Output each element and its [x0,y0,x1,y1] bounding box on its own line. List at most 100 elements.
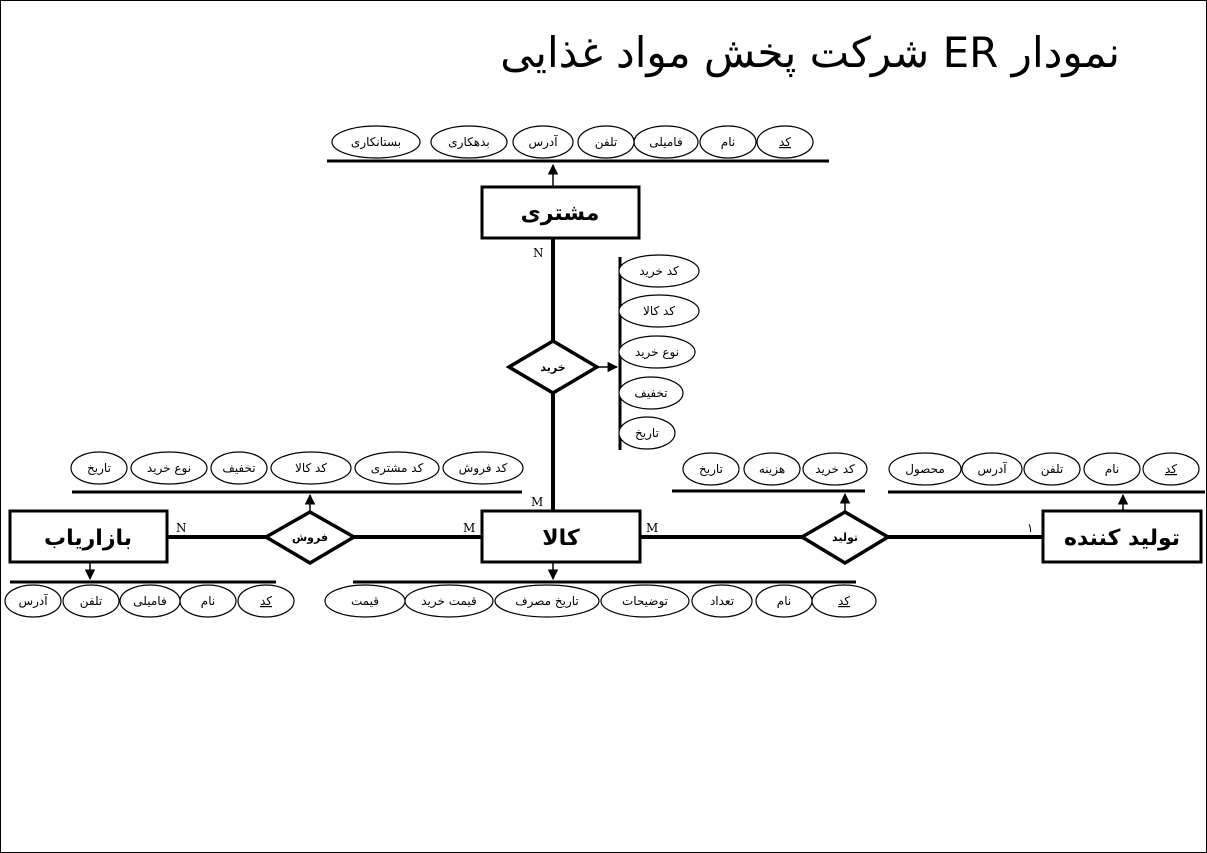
attribute-label: بستانکاری [351,135,401,150]
attribute-label: نام [201,594,215,608]
cardinality-goods-purchase: M [531,495,543,509]
entity-producer-name: تولید کننده [1064,526,1180,551]
attribute-ellipse: تاریخ [70,451,128,485]
attribute-label: تخفیف [634,386,667,400]
entity-producer: تولید کننده [1041,509,1203,564]
attribute-label: آدرس [18,593,48,609]
attribute-ellipse: هزینه [743,452,801,486]
relationship-purchase-name: خرید [540,361,565,374]
producer-key-attribute: کد [1165,462,1177,476]
attribute-ellipse: تلفن [1023,452,1081,486]
attribute-label: تخفیف [222,461,255,475]
relationship-sale: فروش [262,509,358,566]
attribute-label: نام [1105,462,1119,476]
attribute-ellipse: تخفیف [618,376,684,410]
attribute-label: کد فروش [459,461,508,476]
attribute-ellipse: تاریخ [618,416,676,450]
attribute-ellipse: تاریخ [682,452,740,486]
attribute-ellipse: نام [1083,452,1141,486]
attribute-ellipse: قیمت [324,584,406,618]
attribute-label: نوع خرید [635,345,679,360]
attribute-label: کد مشتری [371,461,424,476]
goods-key-attribute: کد [838,594,850,608]
attribute-ellipse: کد خرید [802,452,868,486]
attribute-label: فامیلی [649,135,682,149]
attribute-label: آدرس [977,461,1007,477]
attribute-label: تلفن [80,594,103,609]
attribute-ellipse: تخفیف [210,451,268,485]
attribute-label: هزینه [759,462,785,477]
attribute-ellipse: کد [1142,452,1200,486]
attribute-ellipse: نوع خرید [618,335,696,369]
attribute-ellipse: تلفن [62,584,120,618]
sale-attributes: کد فروش کد مشتری کد کالا تخفیف نوع خرید … [70,451,524,485]
attribute-label: تاریخ [699,462,723,477]
attribute-label: توضیحات [622,594,668,609]
attribute-ellipse: تعداد [691,584,753,618]
cardinality-marketer-sale: N [176,521,187,535]
attribute-label: نوع خرید [147,461,191,476]
attribute-label: تلفن [1041,462,1064,477]
entity-customer-name: مشتری [521,201,600,226]
attribute-ellipse: کد مشتری [354,451,440,485]
goods-attributes: کد نام تعداد توضیحات تاریخ مصرف قیمت خری… [324,584,877,618]
producer-attributes: کد نام تلفن آدرس محصول [888,452,1200,486]
entity-customer: مشتری [480,185,641,240]
attribute-ellipse: بدهکاری [430,125,508,159]
customer-attributes: کد نام فامیلی تلفن آدرس بدهکاری بستانکار… [331,125,814,159]
attribute-ellipse: کد [811,584,877,618]
attribute-ellipse: تلفن [577,125,635,159]
attribute-label: کد خرید [639,264,679,279]
attribute-label: قیمت [351,594,379,608]
attribute-ellipse: کد [756,125,814,159]
relationship-production: تولید [798,509,892,566]
attribute-ellipse: آدرس [512,125,574,159]
attribute-label: فامیلی [133,594,166,608]
attribute-label: تلفن [595,135,618,150]
attribute-ellipse: نوع خرید [130,451,208,485]
marketer-attributes: کد نام فامیلی تلفن آدرس [4,584,295,618]
entity-goods-name: کالا [542,526,580,551]
page-title: نمودار ER شرکت پخش مواد غذایی [500,28,1120,77]
relationship-production-name: تولید [832,531,858,544]
attribute-ellipse: محصول [888,452,962,486]
relationship-purchase: خرید [505,338,601,396]
attribute-label: قیمت خرید [421,594,477,609]
attribute-ellipse: آدرس [4,584,62,618]
cardinality-customer-purchase: N [533,246,544,260]
cardinality-producer-production: ۱ [1027,521,1033,535]
attribute-ellipse: کد کالا [618,294,700,328]
purchase-attributes: کد خرید کد کالا نوع خرید تخفیف تاریخ [618,254,700,450]
attribute-label: نام [721,135,735,149]
attribute-label: تاریخ [87,461,111,476]
attribute-ellipse: کد کالا [270,451,352,485]
attribute-label: آدرس [528,134,558,150]
attribute-label: تعداد [710,594,734,608]
entity-marketer: بازاریاب [8,509,169,564]
attribute-ellipse: تاریخ مصرف [494,584,600,618]
attribute-ellipse: نام [179,584,237,618]
customer-key-attribute: کد [779,135,791,149]
marketer-key-attribute: کد [260,594,272,608]
attribute-label: نام [777,594,791,608]
attribute-ellipse: کد [237,584,295,618]
attribute-label: بدهکاری [448,135,489,150]
attribute-ellipse: نام [699,125,757,159]
attribute-ellipse: کد فروش [442,451,524,485]
attribute-ellipse: نام [755,584,813,618]
entity-goods: کالا [480,509,642,564]
attribute-label: کد کالا [295,461,327,475]
attribute-ellipse: فامیلی [119,584,181,618]
attribute-label: کد کالا [643,304,675,318]
attribute-ellipse: آدرس [961,452,1023,486]
cardinality-goods-production: M [646,521,658,535]
attribute-ellipse: بستانکاری [331,125,421,159]
attribute-ellipse: توضیحات [600,584,690,618]
relationship-sale-name: فروش [292,531,328,544]
entity-marketer-name: بازاریاب [44,526,132,551]
attribute-label: تاریخ [635,426,659,441]
attribute-ellipse: قیمت خرید [404,584,494,618]
attribute-label: کد خرید [815,462,855,477]
production-attributes: کد خرید هزینه تاریخ [682,452,868,486]
